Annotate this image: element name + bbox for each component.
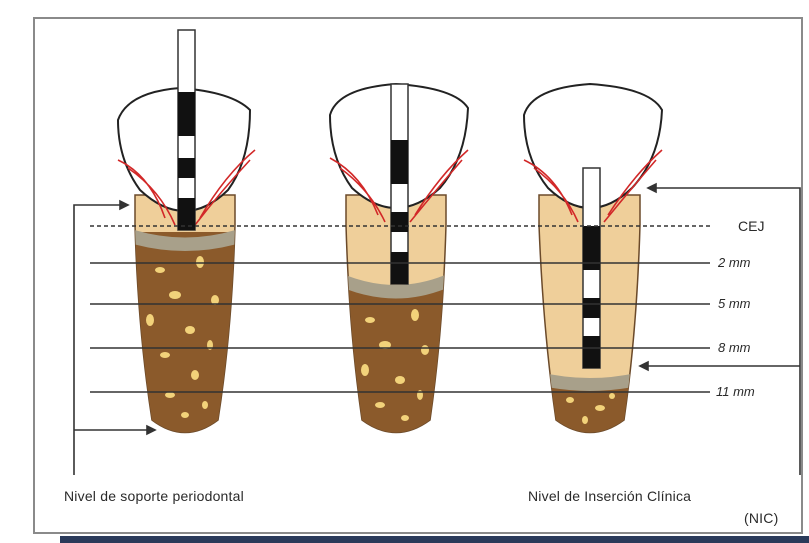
tooth-2 bbox=[330, 84, 468, 450]
caption-clinical-attachment-abbr: (NIC) bbox=[744, 510, 778, 526]
right-attachment-bracket bbox=[640, 184, 800, 475]
tooth-2-bone bbox=[330, 290, 460, 450]
label-5mm: 5 mm bbox=[718, 296, 751, 311]
caption-periodontal-support: Nivel de soporte periodontal bbox=[64, 488, 244, 504]
tooth-3 bbox=[524, 84, 662, 452]
tooth-1 bbox=[118, 30, 255, 452]
label-8mm: 8 mm bbox=[718, 340, 751, 355]
tooth-1-bone bbox=[120, 232, 250, 452]
tooth-2-probe bbox=[391, 84, 408, 284]
tooth-3-probe bbox=[583, 168, 600, 368]
tooth-1-probe bbox=[178, 30, 195, 230]
label-11mm: 11 mm bbox=[716, 384, 755, 399]
label-2mm: 2 mm bbox=[718, 255, 751, 270]
caption-clinical-attachment: Nivel de Inserción Clínica bbox=[528, 488, 691, 504]
bottom-strip bbox=[60, 536, 809, 543]
label-cej: CEJ bbox=[738, 218, 764, 234]
